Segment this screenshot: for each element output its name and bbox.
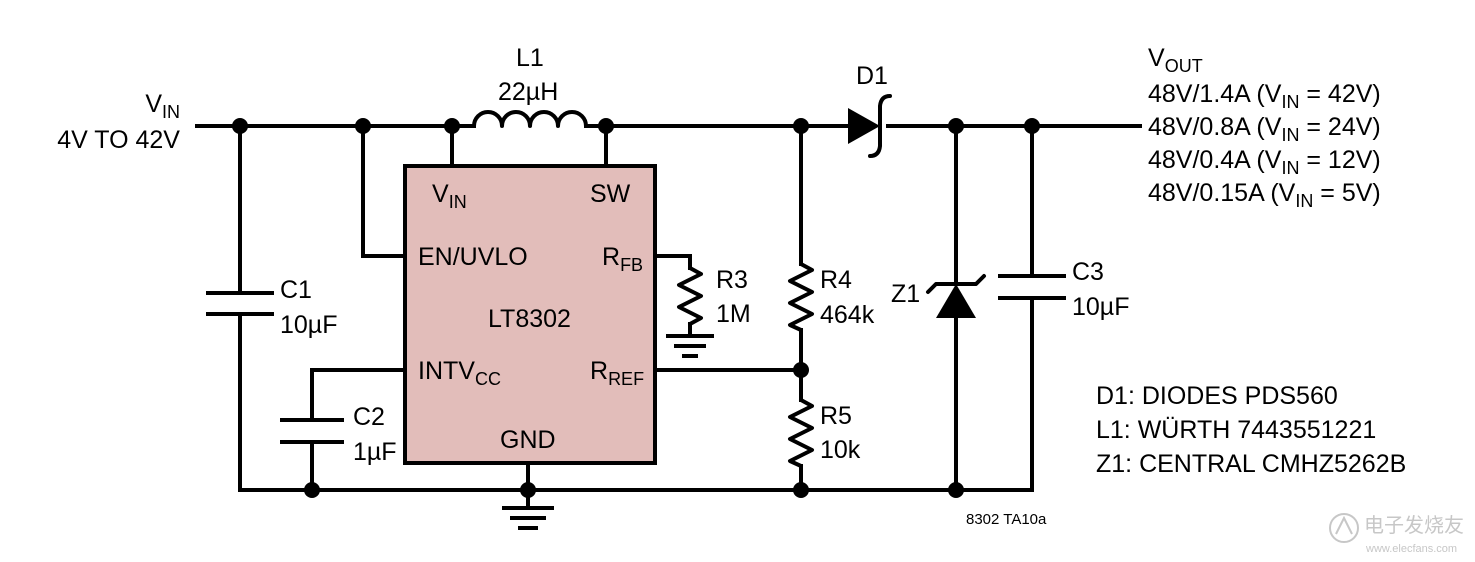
wires bbox=[195, 124, 1142, 510]
c3-value: 10µF bbox=[1072, 293, 1129, 321]
ic-pin-rref: RREF bbox=[590, 357, 644, 389]
vin-range: 4V TO 42V bbox=[57, 126, 180, 154]
junction-dot bbox=[304, 482, 320, 498]
l1-value: 22µH bbox=[498, 78, 558, 106]
junction-dot bbox=[793, 362, 809, 378]
capacitor-c2: C2 1µF bbox=[280, 403, 397, 466]
junction-dot bbox=[598, 118, 614, 134]
resistor-zigzag bbox=[788, 262, 814, 332]
diode-triangle bbox=[848, 108, 880, 144]
vout-spec-4: 48V/0.15A (VIN = 5V) bbox=[1148, 179, 1381, 211]
ic-pin-en-uvlo: EN/UVLO bbox=[418, 243, 528, 271]
vin-label: VIN bbox=[145, 90, 180, 122]
ic-pin-gnd: GND bbox=[500, 426, 556, 454]
junction-dot bbox=[1024, 118, 1040, 134]
capacitor-c1: C1 10µF bbox=[206, 276, 337, 339]
c2-value: 1µF bbox=[353, 438, 397, 466]
diode-d1: D1 bbox=[848, 62, 892, 158]
c1-ref: C1 bbox=[280, 276, 312, 304]
ic-pin-sw: SW bbox=[590, 180, 631, 208]
l1-ref: L1 bbox=[516, 44, 544, 72]
watermark-url: www.elecfans.com bbox=[1365, 543, 1457, 555]
bom-line: L1: WÜRTH 7443551221 bbox=[1096, 416, 1376, 444]
r4-value: 464k bbox=[820, 301, 875, 329]
ic-lt8302: VIN SW EN/UVLO RFB LT8302 INTVCC RREF GN… bbox=[403, 164, 657, 465]
zener-bar bbox=[926, 274, 986, 294]
output-label: VOUT 48V/1.4A (VIN = 42V) 48V/0.8A (VIN … bbox=[1148, 44, 1381, 211]
ic-part-name: LT8302 bbox=[488, 305, 571, 333]
diode-schottky-bar bbox=[868, 94, 892, 158]
ground-symbol bbox=[502, 506, 554, 530]
junction-dot bbox=[793, 118, 809, 134]
ic-pin-rfb: RFB bbox=[602, 243, 643, 275]
ic-pin-vin: VIN bbox=[432, 180, 467, 212]
ic-body bbox=[403, 164, 657, 465]
watermark-brand: 电子发烧友 bbox=[1364, 514, 1464, 537]
junction-dot bbox=[793, 482, 809, 498]
resistor-r3: R3 1M bbox=[666, 266, 751, 358]
r3-ref: R3 bbox=[716, 266, 748, 294]
watermark-logo-icon bbox=[1329, 513, 1359, 543]
vout-spec-3: 48V/0.4A (VIN = 12V) bbox=[1148, 146, 1381, 178]
c1-value: 10µF bbox=[280, 311, 337, 339]
vout-spec-2: 48V/0.8A (VIN = 24V) bbox=[1148, 113, 1381, 145]
r3-value: 1M bbox=[716, 300, 751, 328]
c3-ref: C3 bbox=[1072, 258, 1104, 286]
capacitor-c3: C3 10µF bbox=[998, 258, 1129, 321]
d1-ref: D1 bbox=[856, 62, 888, 90]
resistor-zigzag bbox=[788, 398, 814, 468]
junction-dot bbox=[948, 118, 964, 134]
junction-dot bbox=[520, 482, 536, 498]
c2-ref: C2 bbox=[353, 403, 385, 431]
junction-dot bbox=[948, 482, 964, 498]
vout-spec-1: 48V/1.4A (VIN = 42V) bbox=[1148, 80, 1381, 112]
r5-value: 10k bbox=[820, 436, 861, 464]
watermark: 电子发烧友 www.elecfans.com bbox=[1329, 513, 1464, 555]
bom-line: D1: DIODES PDS560 bbox=[1096, 382, 1338, 410]
zener-triangle bbox=[936, 284, 976, 318]
watermark-logo-mark bbox=[1335, 515, 1353, 535]
resistor-r4: R4 464k bbox=[788, 262, 875, 332]
r5-ref: R5 bbox=[820, 402, 852, 430]
junction-dot bbox=[232, 118, 248, 134]
zener-z1: Z1 bbox=[891, 274, 986, 318]
input-label: VIN 4V TO 42V bbox=[57, 90, 180, 154]
junction-dot bbox=[444, 118, 460, 134]
resistor-zigzag bbox=[677, 266, 703, 326]
inductor-l1: L1 22µH bbox=[472, 44, 588, 128]
junction-dot bbox=[355, 118, 371, 134]
bom-line: Z1: CENTRAL CMHZ5262B bbox=[1096, 450, 1406, 478]
r4-ref: R4 bbox=[820, 266, 852, 294]
ic-pin-intvcc: INTVCC bbox=[418, 357, 501, 389]
figure-id: 8302 TA10a bbox=[966, 511, 1047, 528]
junction-dots bbox=[232, 118, 1040, 498]
inductor-coil bbox=[472, 110, 588, 128]
resistor-r5: R5 10k bbox=[788, 398, 861, 468]
vout-label: VOUT bbox=[1148, 44, 1203, 76]
bom-notes: D1: DIODES PDS560 L1: WÜRTH 7443551221 Z… bbox=[1096, 382, 1406, 478]
z1-ref: Z1 bbox=[891, 280, 920, 308]
